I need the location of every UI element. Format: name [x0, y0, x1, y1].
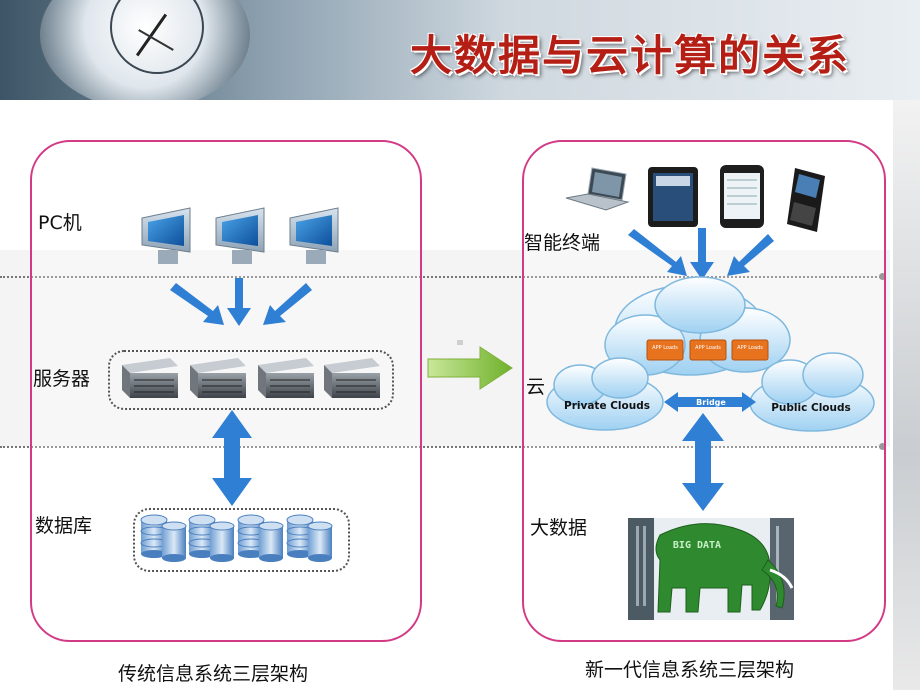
database-group [133, 508, 350, 572]
server-icon [258, 358, 314, 398]
page-title: 大数据与云计算的关系 [409, 31, 850, 80]
pc-icon [289, 207, 339, 264]
server-icon [122, 358, 178, 398]
big-data-text: BIG DATA [673, 540, 721, 551]
label-terminal: 智能终端 [524, 232, 601, 254]
label-cloud: 云 [526, 376, 546, 398]
smartphone-icon [720, 165, 764, 228]
private-clouds-label: Private Clouds [564, 400, 650, 412]
app-load-label: APP Loads [695, 345, 721, 351]
private-cloud-icon [546, 357, 664, 431]
server-icon [190, 358, 246, 398]
public-cloud-icon [749, 352, 875, 432]
caption-traditional: 传统信息系统三层架构 [118, 663, 309, 685]
arrow-icon [170, 278, 312, 326]
label-server: 服务器 [33, 368, 91, 390]
database-icon [140, 514, 187, 562]
divider-dot [879, 443, 886, 450]
transition-arrow-icon [427, 346, 513, 390]
tablet-icon [648, 167, 698, 227]
database-icon [188, 514, 235, 562]
label-bigdata: 大数据 [530, 517, 588, 539]
public-clouds-label: Public Clouds [771, 402, 851, 414]
right-decoration [893, 100, 920, 690]
database-icon [286, 514, 333, 562]
double-arrow-icon [212, 410, 252, 506]
label-database: 数据库 [35, 515, 93, 537]
pc-icon [141, 207, 191, 264]
bridge-label: Bridge [696, 398, 726, 407]
pc-icon [215, 207, 265, 264]
label-pc: PC机 [38, 212, 82, 234]
database-icon [237, 514, 284, 562]
app-load-label: APP Loads [737, 345, 763, 351]
server-icon [324, 358, 380, 398]
arrow-icon [628, 228, 774, 280]
app-load-icon [646, 339, 769, 361]
caption-new: 新一代信息系统三层架构 [585, 659, 795, 681]
double-arrow-icon [682, 413, 724, 511]
header-banner [0, 0, 920, 100]
dot-marker [457, 340, 463, 345]
big-data-elephant-image [628, 518, 794, 620]
divider-bottom [0, 446, 885, 448]
divider-top [0, 276, 885, 278]
divider-dot [879, 273, 886, 280]
app-load-label: APP Loads [652, 345, 678, 351]
laptop-icon [565, 167, 630, 211]
blackberry-icon [787, 168, 825, 232]
server-group [108, 350, 394, 410]
bridge-arrow-icon [664, 392, 756, 412]
